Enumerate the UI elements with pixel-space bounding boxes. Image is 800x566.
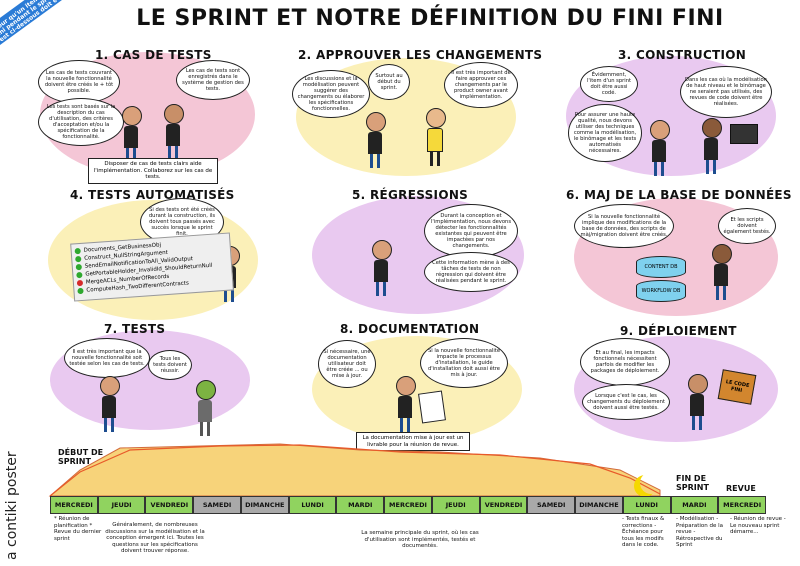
moon-icon [640,472,662,494]
panel7-character [100,376,120,432]
panel7-bubble-b: Tous les tests doivent réussir. [148,350,192,380]
sprint-end-label: FIN DE SPRINT [676,474,709,492]
day-cell: MERCREDI [50,496,98,514]
panel1-note: Disposer de cas de tests clairs aide l'i… [88,158,218,184]
workflow-db-icon: WORKFLOW DB [636,280,686,302]
day-cell: SAMEDI [527,496,576,514]
content-db-icon: CONTENT DB [636,256,686,278]
panel3-bubble-c: Pour assurer une haute qualité, nous dev… [568,104,642,162]
monster-character [196,380,216,436]
panel6-title: 6. MAJ DE LA BASE DE DONNÉES [566,188,792,202]
panel8-bubble-b: Si la nouvelle fonctionnalité impacte le… [420,338,508,388]
review-label: REVUE [726,484,756,493]
panel1-title: 1. CAS DE TESTS [95,48,212,62]
monitor-icon [730,124,758,144]
timeline-note-middle: La semaine principale du sprint, où les … [361,530,479,549]
poster-title: LE SPRINT ET NOTRE DÉFINITION DU FINI FI… [136,6,724,31]
panel1-character-b [164,104,184,160]
panel1-bubble-a: Les cas de tests couvrant la nouvelle fo… [38,60,120,104]
panel8-character [396,376,416,432]
panel2-bubble-b: Surtout au début du sprint. [368,64,410,100]
panel7-title: 7. TESTS [104,322,166,336]
timeline-note-end2: - Modélisation - Préparation de la revue… [676,516,724,548]
panel2-bubble-c: Il est très important de faire approuver… [444,62,518,108]
panel2-character-a [366,112,386,168]
day-cell: DIMANCHE [240,496,289,514]
panel6-bubble-a: Si la nouvelle fonctionnalité implique d… [574,204,674,248]
day-cell: JEUDI [97,496,146,514]
panel2-title: 2. APPROUVER LES CHANGEMENTS [298,48,543,62]
panel3-character-b [702,118,722,174]
timeline-note-end3: - Réunion de revue - Le nouveau sprint d… [730,516,786,535]
panel5-bubble-a: Durant la conception et l'implémentation… [424,204,518,258]
panel3-character-a [650,120,670,176]
panel6-character [712,244,732,300]
panel1-character-a [122,106,142,162]
panel8-title: 8. DOCUMENTATION [340,322,480,336]
day-cell: DIMANCHE [575,496,623,514]
panel6-bubble-b: Et les scripts doivent également testés. [718,208,776,244]
day-cell: MARDI [336,496,385,514]
panel3-bubble-b: Dans les cas où la modélisation de haut … [680,66,772,118]
panel5-character [372,240,392,296]
timeline-note-early: Généralement, de nombreuses discussions … [105,522,205,554]
panel8-bubble-a: Si nécessaire, une documentation utilisa… [318,340,376,388]
panel5-title: 5. RÉGRESSIONS [352,188,469,202]
day-cell: JEUDI [431,496,480,514]
panel9-bubble-a: Et au final, les impacts fonctionnels né… [580,338,670,386]
panel9-title: 9. DÉPLOIEMENT [620,324,737,338]
day-cell: MARDI [670,496,719,514]
day-cell: SAMEDI [193,496,241,514]
panel8-note: La documentation mise à jour est un livr… [356,432,470,451]
sprint-timeline: MERCREDI JEUDI VENDREDI SAMEDI DIMANCHE … [50,496,767,514]
panel3-bubble-a: Évidemment, l'item d'un sprint doit être… [580,66,638,102]
timeline-note-end1: - Tests finaux & corrections - Échéance … [622,516,665,548]
day-cell: VENDREDI [479,496,528,514]
panel3-title: 3. CONSTRUCTION [618,48,747,62]
day-cell: VENDREDI [145,496,194,514]
panel9-bubble-b: Lorsque c'est le cas, les changements du… [582,384,670,420]
timeline-note-start: * Réunion de planification * Revue du de… [54,516,102,542]
panel1-bubble-c: Les tests sont basés sur la description … [38,98,124,146]
panel1-bubble-b: Les cas de tests sont enregistrés dans l… [176,60,250,100]
sprint-start-label: DÉBUT DE SPRINT [58,448,104,466]
day-cell: MERCREDI [384,496,432,514]
day-cell: LUNDI [622,496,671,514]
panel2-bubble-a: Les discussions et la modélisation peuve… [292,70,370,118]
day-cell: LUNDI [288,496,337,514]
day-cell: MERCREDI [718,496,767,514]
panel9-character [688,374,708,430]
panel2-character-b [426,108,446,166]
panel5-bubble-b: Cette information mène à des tâches de t… [424,252,518,292]
